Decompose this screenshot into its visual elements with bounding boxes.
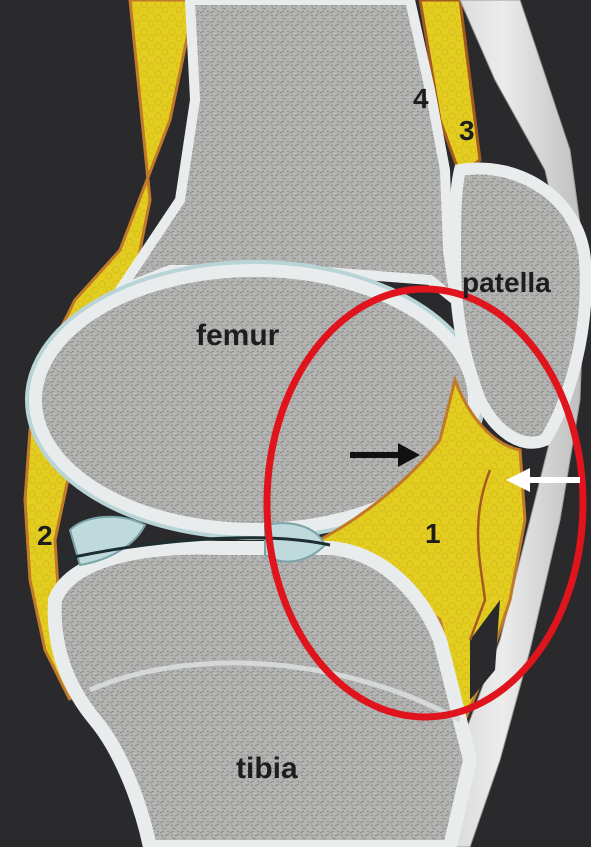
label-tibia: tibia xyxy=(236,752,298,785)
label-number-3: 3 xyxy=(459,115,475,146)
label-patella: patella xyxy=(462,267,551,298)
label-number-2: 2 xyxy=(37,520,53,551)
label-number-4: 4 xyxy=(413,83,429,114)
label-number-1: 1 xyxy=(425,518,441,549)
label-femur: femur xyxy=(196,319,280,352)
